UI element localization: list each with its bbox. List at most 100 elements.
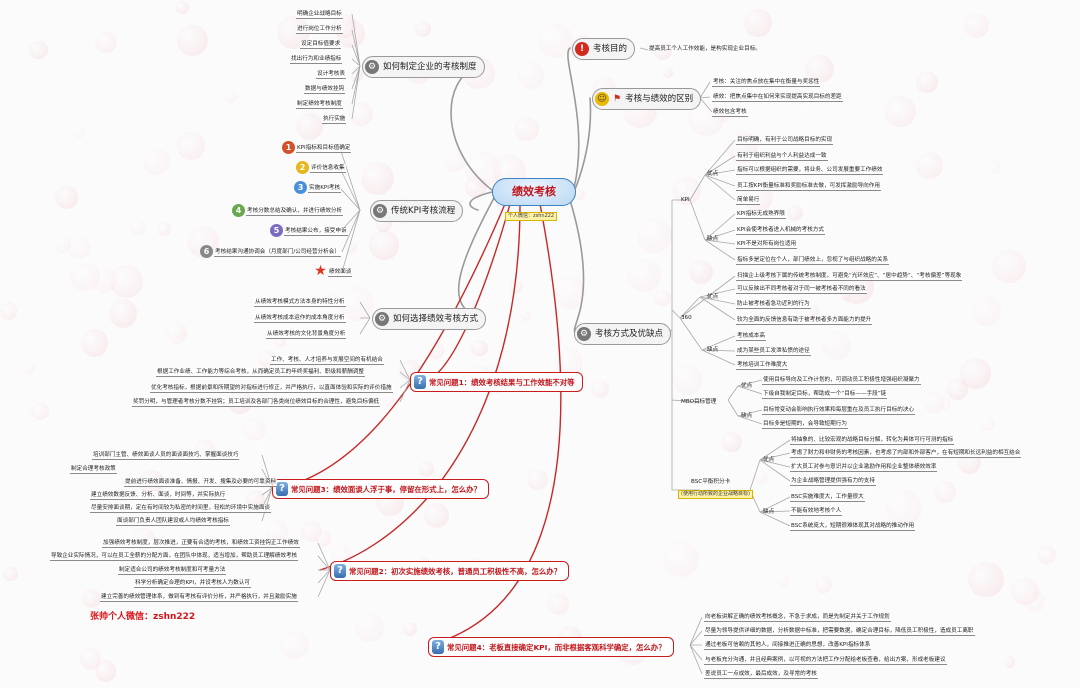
background-bubble: [971, 296, 1001, 326]
central-topic-note: 个人微信：zshn222: [505, 212, 558, 221]
bsc-note: (使用行动所致的企业战略目标): [678, 490, 753, 499]
list-item: 考核：关注的焦点放在集中在衡量与奖惩性: [712, 78, 821, 87]
branch-choose-method[interactable]: ⚙ 如何选择绩效考核方式: [372, 308, 487, 330]
question-4[interactable]: ? 常见问题4：老板直接确定KPI，而非根据客观科学确定，怎么办？: [428, 637, 674, 657]
smiley-icon: ☺: [595, 92, 609, 106]
list-item: 进行岗位工作分析: [296, 25, 343, 34]
background-bubble: [590, 379, 610, 399]
background-bubble: [224, 90, 237, 103]
background-bubble: [627, 258, 661, 293]
background-bubble: [672, 365, 703, 395]
background-bubble: [0, 302, 18, 320]
background-bubble: [402, 622, 417, 636]
background-bubble: [688, 259, 713, 285]
list-item: 培训部门主管、绩效面谈人员的面谈面技巧、掌握面谈技巧: [92, 451, 240, 460]
method-bsc: BSC平衡积分卡: [691, 479, 731, 485]
list-item: 指标可以根据组织的需要，将业务、公司发展重要工作绩效: [736, 166, 884, 175]
list-item: 考核结果沟通协调会（月度部门/公司经营分析会）: [214, 248, 341, 257]
list-item: 尽量为领导提供详细的数据，分析数据中标准，把需要数据，确定合理目标，降低员工积极…: [704, 627, 975, 636]
settings-icon: ⚙: [365, 60, 379, 74]
settings-icon: ⚙: [577, 327, 591, 341]
background-bubble: [176, 24, 209, 57]
list-item: 通过老板可信赖的其他人，间接推进正确的思想，改善KPI指标体系: [704, 641, 872, 650]
background-bubble: [1023, 590, 1046, 613]
list-item: BSC实施难度大，工作量很大: [790, 493, 865, 502]
background-bubble: [354, 612, 385, 643]
background-bubble: [360, 162, 394, 196]
list-item: 可以反映出不同考核者对于同一被考核者不同的看法: [736, 285, 867, 294]
background-bubble: [884, 95, 916, 128]
number-3-icon: 3: [294, 181, 307, 194]
background-bubble: [94, 660, 117, 682]
background-bubble: [753, 470, 768, 485]
list-item: 下级自我制定目标，帮助成一个“目标——手段”链: [762, 390, 888, 399]
list-item: 尽量安排面谈期，定在有时间较为私密的时间里，轻松的环境中实施面谈: [90, 504, 272, 513]
background-bubble: [415, 21, 431, 38]
background-bubble: [840, 290, 852, 301]
background-bubble: [938, 398, 951, 411]
background-bubble: [934, 481, 956, 503]
list-item: 奖罚分明，与管理者考核分数不挂钩；员工培训及各部门各类岗位绩效目标的合理性，避免…: [132, 398, 381, 407]
list-item: 目标常变动会影响执行效果和每层重在及员工执行目标的决心: [762, 406, 916, 415]
list-item: 绩效面谈: [328, 268, 353, 277]
list-item: 评价信息收集: [310, 164, 346, 173]
list-item: 从绩效考核成本运作的成本角度分析: [254, 314, 346, 323]
question-2[interactable]: ? 常见问题2：初次实施绩效考核，普通员工积极性不高，怎么办？: [330, 561, 570, 581]
background-bubble: [156, 221, 171, 236]
background-bubble: [809, 305, 820, 317]
list-item: 面谈部门负责人团队建设或人均绩效考核指标: [116, 517, 230, 526]
list-item: 防止被考核者急功近利的行为: [736, 300, 811, 309]
question-1[interactable]: ? 常见问题1：绩效考核结果与工作效能不对等: [410, 372, 583, 392]
list-item: KPI指标和目标值确定: [296, 144, 352, 153]
background-bubble: [243, 417, 266, 441]
list-item: 考核培训工作难度大: [736, 361, 789, 370]
list-item: KPI不是对所有岗位适用: [736, 240, 798, 249]
background-bubble: [346, 242, 357, 253]
branch-purpose[interactable]: ! 考核目的: [572, 38, 636, 60]
background-bubble: [109, 265, 144, 299]
background-bubble: [663, 541, 699, 577]
branch-kpi-process[interactable]: ⚙ 传统KPI考核流程: [370, 200, 464, 222]
list-item: 不能有效地考核个人: [790, 507, 843, 516]
list-item: 提高员工个人工作效能，是构实现企业目标。: [649, 46, 761, 52]
flag-icon: ⚑: [613, 94, 622, 104]
background-bubble: [73, 125, 86, 139]
method-mbo: MBO目标管理: [681, 399, 717, 405]
background-bubble: [95, 31, 118, 54]
pros-label: 优点: [763, 457, 775, 463]
background-bubble: [177, 132, 205, 160]
list-item: 执行实施: [322, 115, 347, 124]
background-bubble: [423, 502, 450, 529]
background-bubble: [29, 40, 48, 60]
branch-enterprise-appraisal-system[interactable]: ⚙ 如何制定企业的考核制度: [362, 56, 485, 78]
background-bubble: [427, 342, 445, 359]
list-item: 较为全面的反馈信息有助于被考核者多方面能力的提升: [736, 316, 873, 325]
background-bubble: [79, 648, 102, 670]
background-bubble: [31, 402, 50, 421]
list-item: 设计考核表: [316, 70, 346, 79]
background-bubble: [67, 236, 91, 260]
list-item: 制定绩效考核制度: [296, 100, 343, 109]
background-bubble: [443, 149, 467, 173]
background-bubble: [537, 22, 573, 58]
central-topic[interactable]: 绩效考核: [492, 178, 576, 206]
background-bubble: [108, 298, 138, 328]
background-bubble: [653, 42, 672, 61]
background-bubble: [915, 151, 943, 180]
list-item: 建立绩效数据反馈、分析、面谈，时间等，并实际执行: [90, 491, 227, 500]
background-bubble: [787, 205, 804, 222]
background-bubble: [527, 468, 548, 490]
list-item: 扫描企上级考核下属的传统考核制度，可避免“光环效应”、“居中趋势”、“考核偏差”…: [736, 272, 963, 281]
background-bubble: [980, 417, 995, 432]
background-bubble: [777, 574, 791, 588]
background-bubble: [418, 461, 435, 477]
branch-difference[interactable]: ☺ ⚑ 考核与绩效的区别: [592, 88, 702, 110]
background-bubble: [992, 250, 1026, 284]
number-5-icon: 5: [270, 224, 283, 237]
question-3[interactable]: ? 常见问题3：绩效面谈人浮于事，停留在形式上，怎么办？: [272, 479, 489, 499]
question-icon: ?: [276, 482, 288, 496]
list-item: 与老板充分沟通，并且经典案例，以可视的方法把工作分配给老板查看，给出方案，形成老…: [704, 656, 947, 665]
background-bubble: [22, 363, 35, 376]
branch-methods[interactable]: ⚙ 考核方式及优缺点: [574, 323, 672, 345]
method-360: 360: [681, 315, 692, 321]
